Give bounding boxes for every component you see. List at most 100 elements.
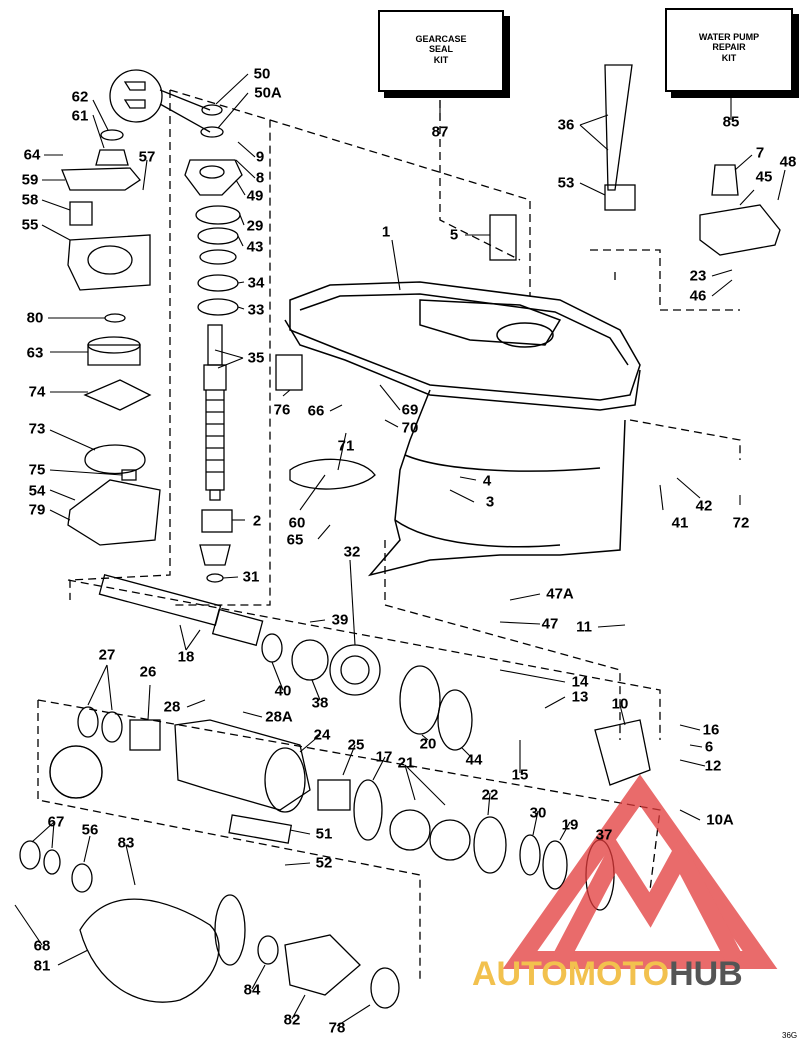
part-callout-39: 39: [331, 611, 349, 629]
part-callout-23: 23: [689, 267, 707, 285]
part-callout-27: 27: [98, 646, 116, 664]
bearing-stack: [184, 104, 243, 583]
part-callout-68: 68: [33, 937, 51, 955]
part-callout-35: 35: [247, 349, 265, 367]
gear-train-parts: [19, 64, 781, 1009]
part-callout-18: 18: [177, 648, 195, 666]
part-callout-49: 49: [246, 187, 264, 205]
part-callout-59: 59: [21, 171, 39, 189]
leader-lines: [14, 73, 786, 1027]
part-callout-76: 76: [273, 401, 291, 419]
part-callout-38: 38: [311, 694, 329, 712]
part-callout-10: 10: [611, 695, 629, 713]
part-callout-54: 54: [28, 482, 46, 500]
part-callout-52: 52: [315, 854, 333, 872]
part-callout-78: 78: [328, 1019, 346, 1037]
part-callout-33: 33: [247, 301, 265, 319]
part-callout-6: 6: [704, 738, 714, 756]
part-callout-4: 4: [482, 472, 492, 490]
part-callout-26: 26: [139, 663, 157, 681]
part-callout-19: 19: [561, 816, 579, 834]
part-callout-57: 57: [138, 148, 156, 166]
part-callout-81: 81: [33, 957, 51, 975]
part-callout-21: 21: [397, 754, 415, 772]
part-callout-29: 29: [246, 217, 264, 235]
part-callout-75: 75: [28, 461, 46, 479]
part-callout-84: 84: [243, 981, 261, 999]
part-callout-20: 20: [419, 735, 437, 753]
part-callout-22: 22: [481, 786, 499, 804]
part-callout-63: 63: [26, 344, 44, 362]
part-callout-28a: 28A: [265, 708, 293, 726]
part-callout-51: 51: [315, 825, 333, 843]
part-callout-24: 24: [313, 726, 331, 744]
part-callout-73: 73: [28, 420, 46, 438]
part-callout-9: 9: [255, 148, 265, 166]
part-callout-36: 36: [557, 116, 575, 134]
part-callout-45: 45: [755, 168, 773, 186]
part-callout-11: 11: [576, 618, 592, 636]
water-pump-kit-label: WATER PUMP REPAIR KIT: [698, 32, 760, 63]
gearcase-seal-kit-label: GEARCASE SEAL KIT: [415, 34, 467, 65]
part-callout-17: 17: [375, 748, 393, 766]
part-callout-72: 72: [732, 514, 750, 532]
part-callout-70: 70: [401, 419, 419, 437]
part-callout-62: 62: [71, 88, 89, 106]
part-callout-1: 1: [381, 223, 391, 241]
part-callout-71: 71: [337, 437, 355, 455]
part-callout-66: 66: [307, 402, 325, 420]
water-pump-parts: [61, 129, 161, 546]
part-callout-74: 74: [28, 383, 46, 401]
driveshaft: [203, 324, 227, 501]
part-callout-41: 41: [671, 514, 689, 532]
part-callout-50: 50: [253, 65, 271, 83]
part-callout-58: 58: [21, 191, 39, 209]
corner-code: 36G: [782, 1031, 798, 1040]
part-callout-43: 43: [246, 238, 264, 256]
part-callout-42: 42: [695, 497, 713, 515]
part-callout-79: 79: [28, 501, 46, 519]
part-callout-64: 64: [23, 146, 41, 164]
part-callout-14: 14: [571, 673, 589, 691]
part-callout-31: 31: [242, 568, 260, 586]
watermark-text-part2: HUB: [669, 955, 743, 993]
part-callout-37: 37: [595, 826, 613, 844]
part-callout-8: 8: [255, 169, 265, 187]
part-callout-7: 7: [755, 144, 765, 162]
part-callout-47a: 47A: [546, 585, 574, 603]
part-callout-56: 56: [81, 821, 99, 839]
part-callout-34: 34: [247, 274, 265, 292]
part-callout-3: 3: [485, 493, 495, 511]
part-callout-25: 25: [347, 736, 365, 754]
seal-detail-insets: [49, 69, 211, 799]
watermark-logo: [502, 774, 778, 969]
part-callout-12: 12: [704, 757, 722, 775]
part-callout-80: 80: [26, 309, 44, 327]
part-callout-15: 15: [511, 766, 529, 784]
part-callout-53: 53: [557, 174, 575, 192]
part-callout-30: 30: [529, 804, 547, 822]
part-callout-13: 13: [571, 688, 589, 706]
part-callout-55: 55: [21, 216, 39, 234]
part-callout-82: 82: [283, 1011, 301, 1029]
part-callout-69: 69: [401, 401, 419, 419]
part-callout-32: 32: [343, 543, 361, 561]
part-callout-10a: 10A: [706, 811, 734, 829]
part-callout-47: 47: [541, 615, 559, 633]
part-callout-67: 67: [47, 813, 65, 831]
watermark-text-part1: AUTOMOTO: [472, 955, 670, 993]
watermark-text: AUTOMOTOHUB: [472, 955, 743, 994]
water-pump-kit-box: WATER PUMP REPAIR KIT: [665, 8, 793, 92]
part-callout-65: 65: [286, 531, 304, 549]
part-callout-44: 44: [465, 751, 483, 769]
part-callout-2: 2: [252, 512, 262, 530]
part-callout-48: 48: [779, 153, 797, 171]
part-callout-61: 61: [71, 107, 89, 125]
part-callout-60: 60: [288, 514, 306, 532]
gearcase-housing: [284, 281, 641, 577]
part-callout-28: 28: [163, 698, 181, 716]
part-callout-50a: 50A: [254, 84, 282, 102]
part-callout-46: 46: [689, 287, 707, 305]
